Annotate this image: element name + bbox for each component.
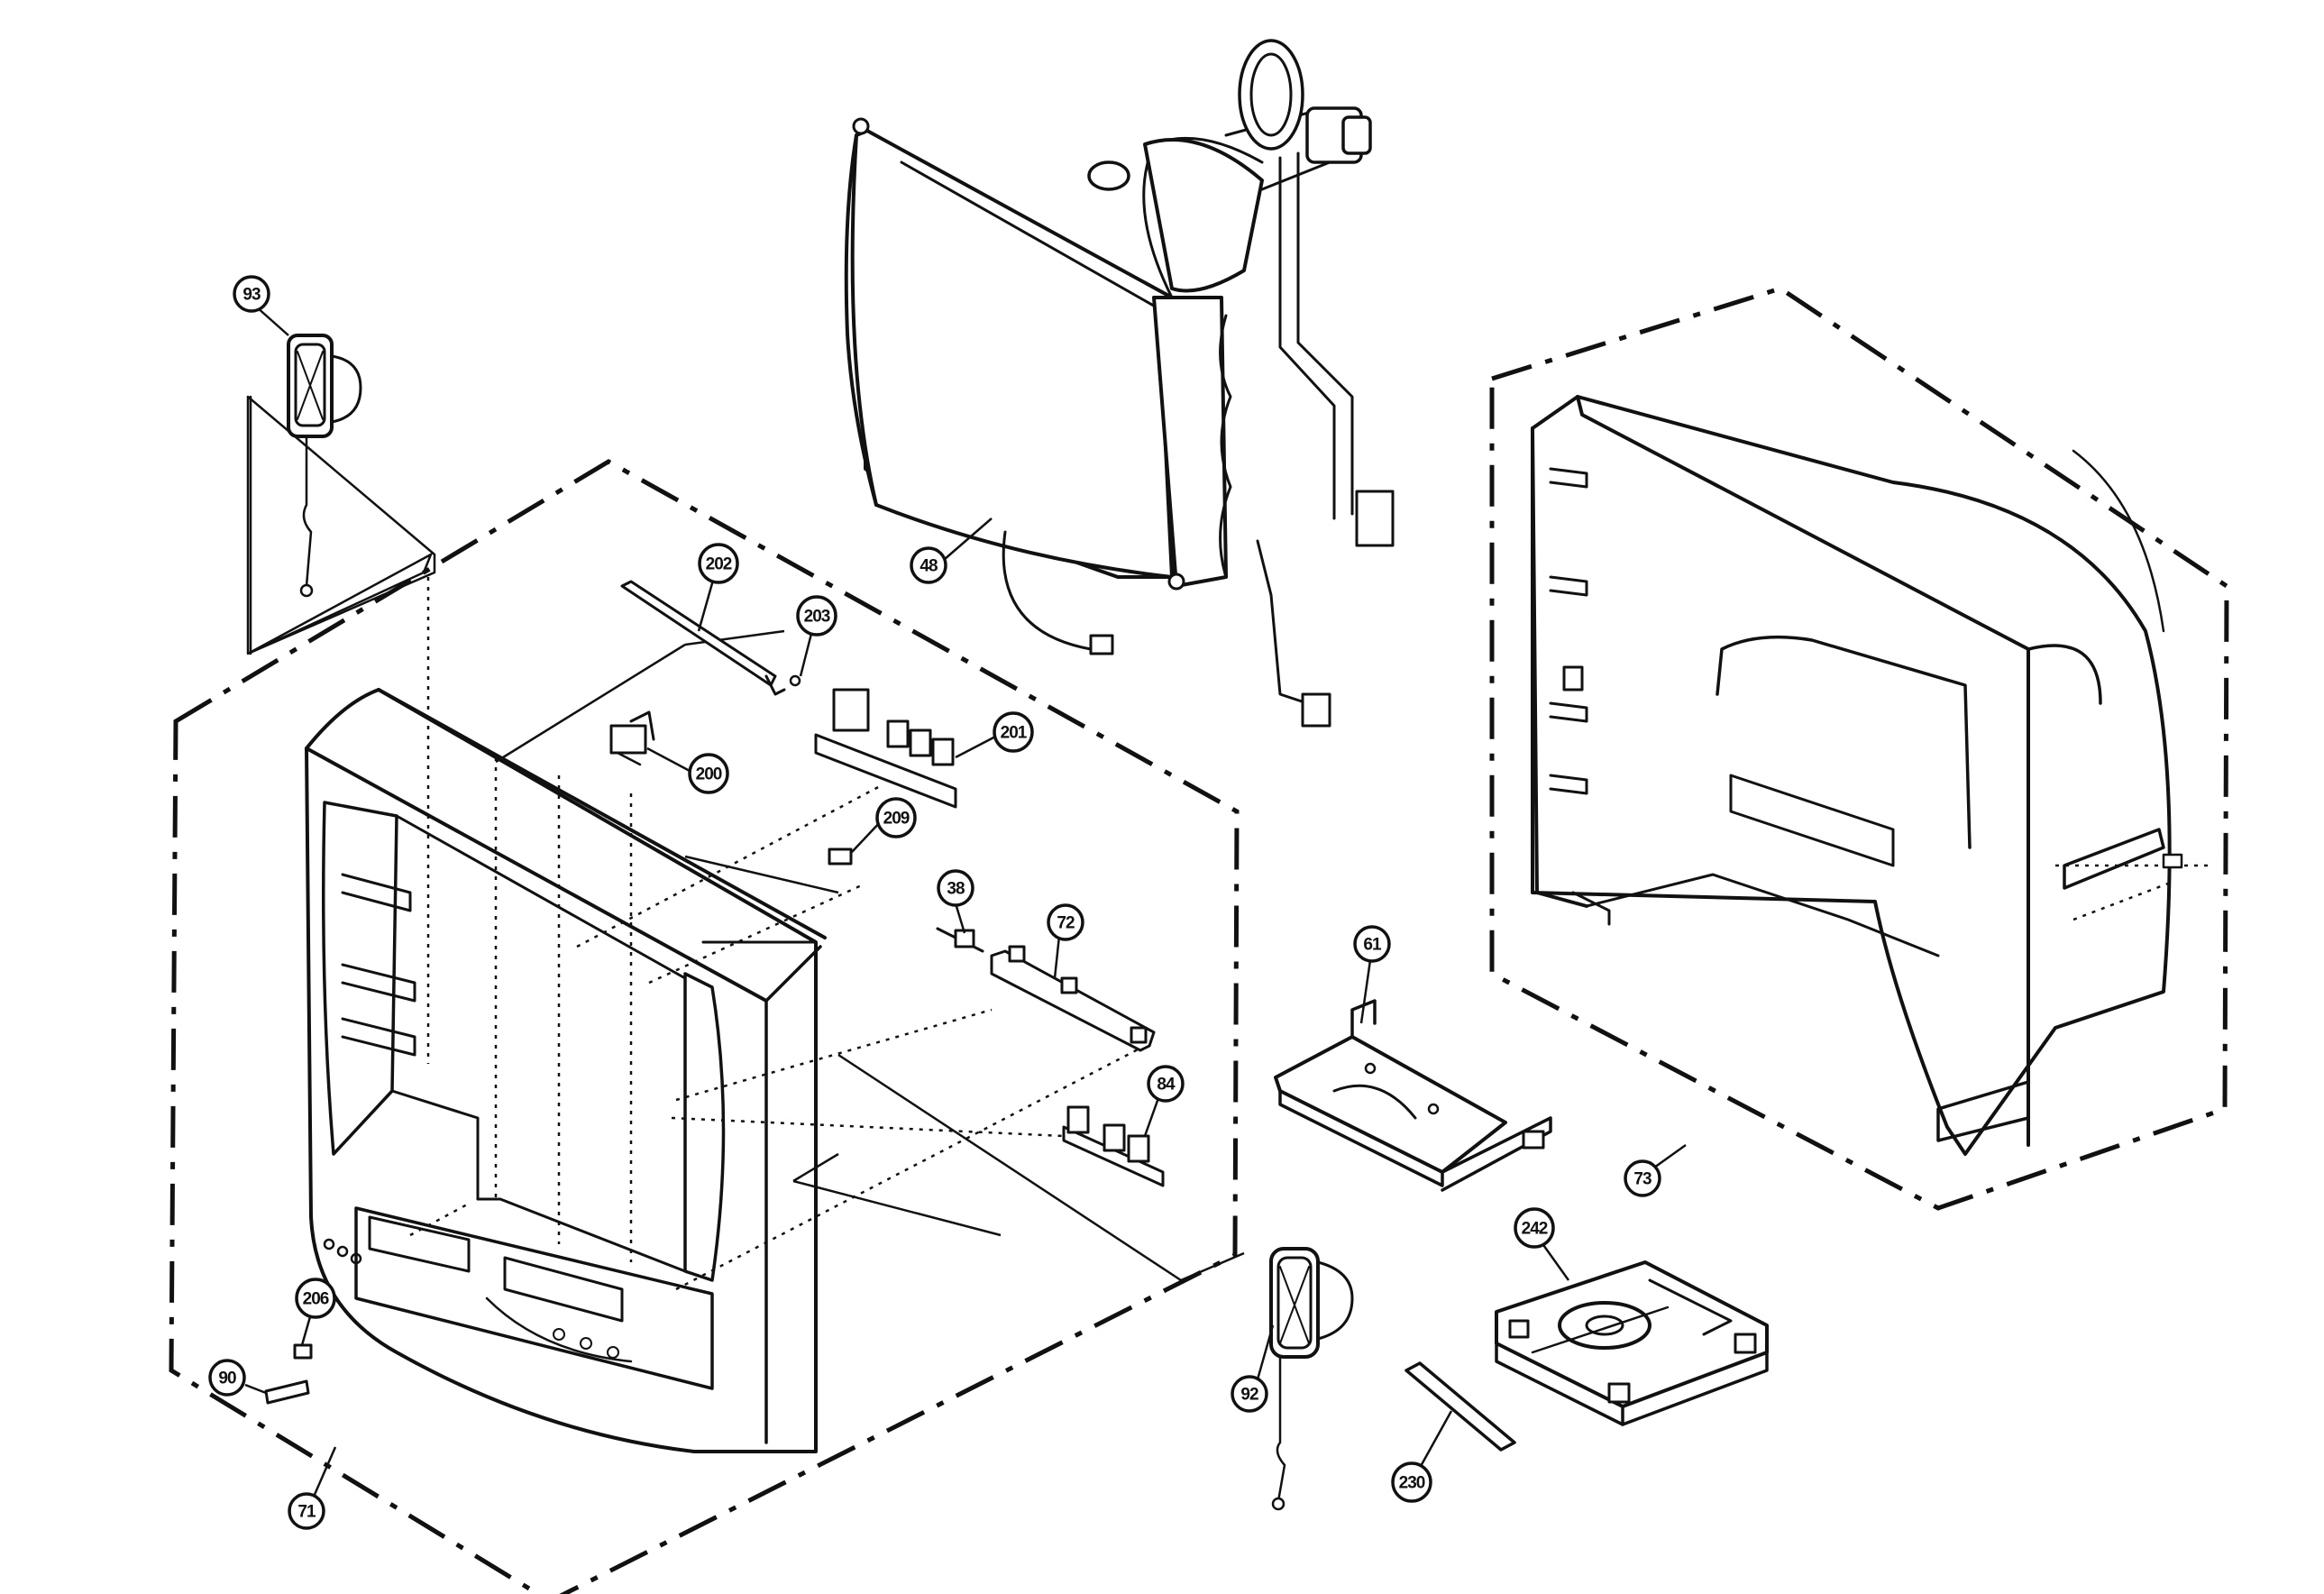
callout-leaders	[244, 306, 1687, 1498]
callout-203: 203	[796, 595, 837, 637]
part-206	[293, 1343, 313, 1360]
callout-92: 92	[1231, 1375, 1268, 1413]
speaker-right	[1269, 1247, 1354, 1511]
callout-72: 72	[1047, 903, 1084, 941]
callout-200-label: 200	[696, 765, 722, 784]
callout-90: 90	[208, 1359, 246, 1397]
callout-84: 84	[1147, 1065, 1185, 1103]
callout-93: 93	[233, 275, 270, 313]
callout-73-label: 73	[1633, 1170, 1652, 1189]
callout-38-label: 38	[947, 880, 965, 899]
chassis-bracket-61	[1274, 999, 1552, 1192]
callout-230-label: 230	[1399, 1474, 1425, 1493]
callout-201: 201	[993, 711, 1034, 753]
callout-230: 230	[1391, 1461, 1432, 1503]
callout-202-label: 202	[706, 555, 732, 574]
screw-38	[936, 927, 984, 953]
callout-242: 242	[1514, 1207, 1555, 1249]
front-cabinet	[305, 688, 827, 1453]
callout-73: 73	[1624, 1159, 1661, 1197]
callout-48-label: 48	[920, 557, 938, 576]
rear-cabinet	[1531, 395, 2209, 1156]
button-assembly-201	[814, 688, 957, 809]
callout-38: 38	[937, 869, 974, 907]
callout-84-label: 84	[1157, 1076, 1176, 1095]
callout-206: 206	[295, 1278, 336, 1319]
callout-61: 61	[1353, 925, 1391, 963]
picture-tube	[844, 39, 1395, 728]
vcr-mechanism	[1495, 1260, 1769, 1426]
callout-242-label: 242	[1522, 1220, 1548, 1239]
callout-209-label: 209	[883, 810, 910, 829]
callout-202: 202	[698, 543, 739, 584]
label-209	[828, 847, 853, 866]
front-cabinet-group-boundary	[169, 459, 1240, 1594]
callout-48: 48	[910, 546, 947, 584]
alignment-lines	[409, 577, 1245, 1291]
callout-201-label: 201	[1001, 724, 1028, 743]
callout-92-label: 92	[1240, 1386, 1258, 1405]
callout-209: 209	[875, 797, 917, 838]
callout-71: 71	[288, 1492, 325, 1530]
callout-71-label: 71	[297, 1503, 316, 1522]
button-assembly-84	[1062, 1105, 1165, 1187]
bracket-72	[990, 945, 1156, 1052]
speaker-left	[246, 334, 436, 655]
switch-200	[609, 710, 655, 766]
bracket-202	[620, 580, 801, 696]
callout-203-label: 203	[804, 608, 830, 627]
callout-72-label: 72	[1057, 914, 1075, 933]
callout-93-label: 93	[242, 286, 261, 305]
callout-61-label: 61	[1363, 936, 1382, 955]
callout-90-label: 90	[218, 1370, 236, 1388]
cassette-door-230	[1404, 1361, 1516, 1452]
callout-200: 200	[688, 753, 729, 794]
callout-206-label: 206	[303, 1290, 329, 1309]
part-90	[264, 1379, 310, 1405]
